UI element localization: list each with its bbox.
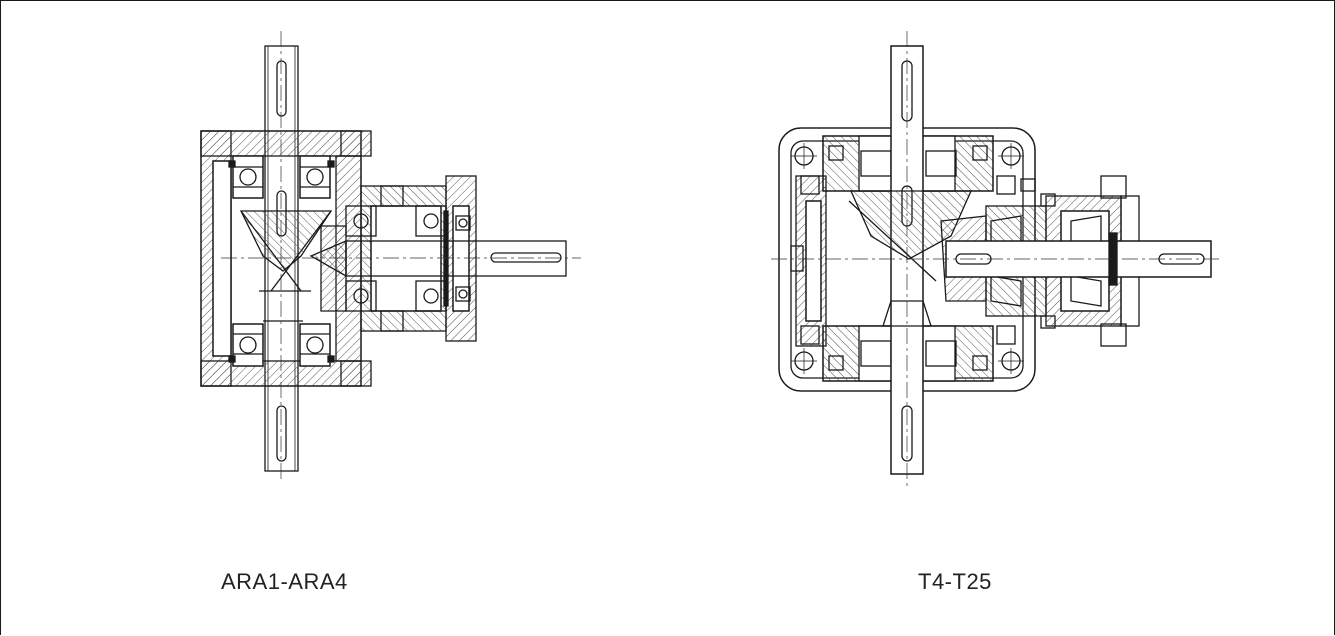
drawing-caption-right: T4-T25	[918, 569, 992, 594]
horizontal-housing-left	[345, 175, 477, 342]
center-lines-left	[221, 31, 581, 481]
center-lines-right	[771, 31, 1221, 486]
drawing-caption-left: ARA1-ARA4	[221, 569, 348, 594]
bevel-gear-left	[239, 210, 347, 322]
bearing-top-left	[228, 155, 335, 199]
gearbox-drawing-right	[771, 31, 1221, 486]
horizontal-shaft-left	[309, 240, 567, 278]
bearing-bottom-left	[228, 323, 335, 367]
gearbox-drawing-left	[200, 31, 581, 481]
